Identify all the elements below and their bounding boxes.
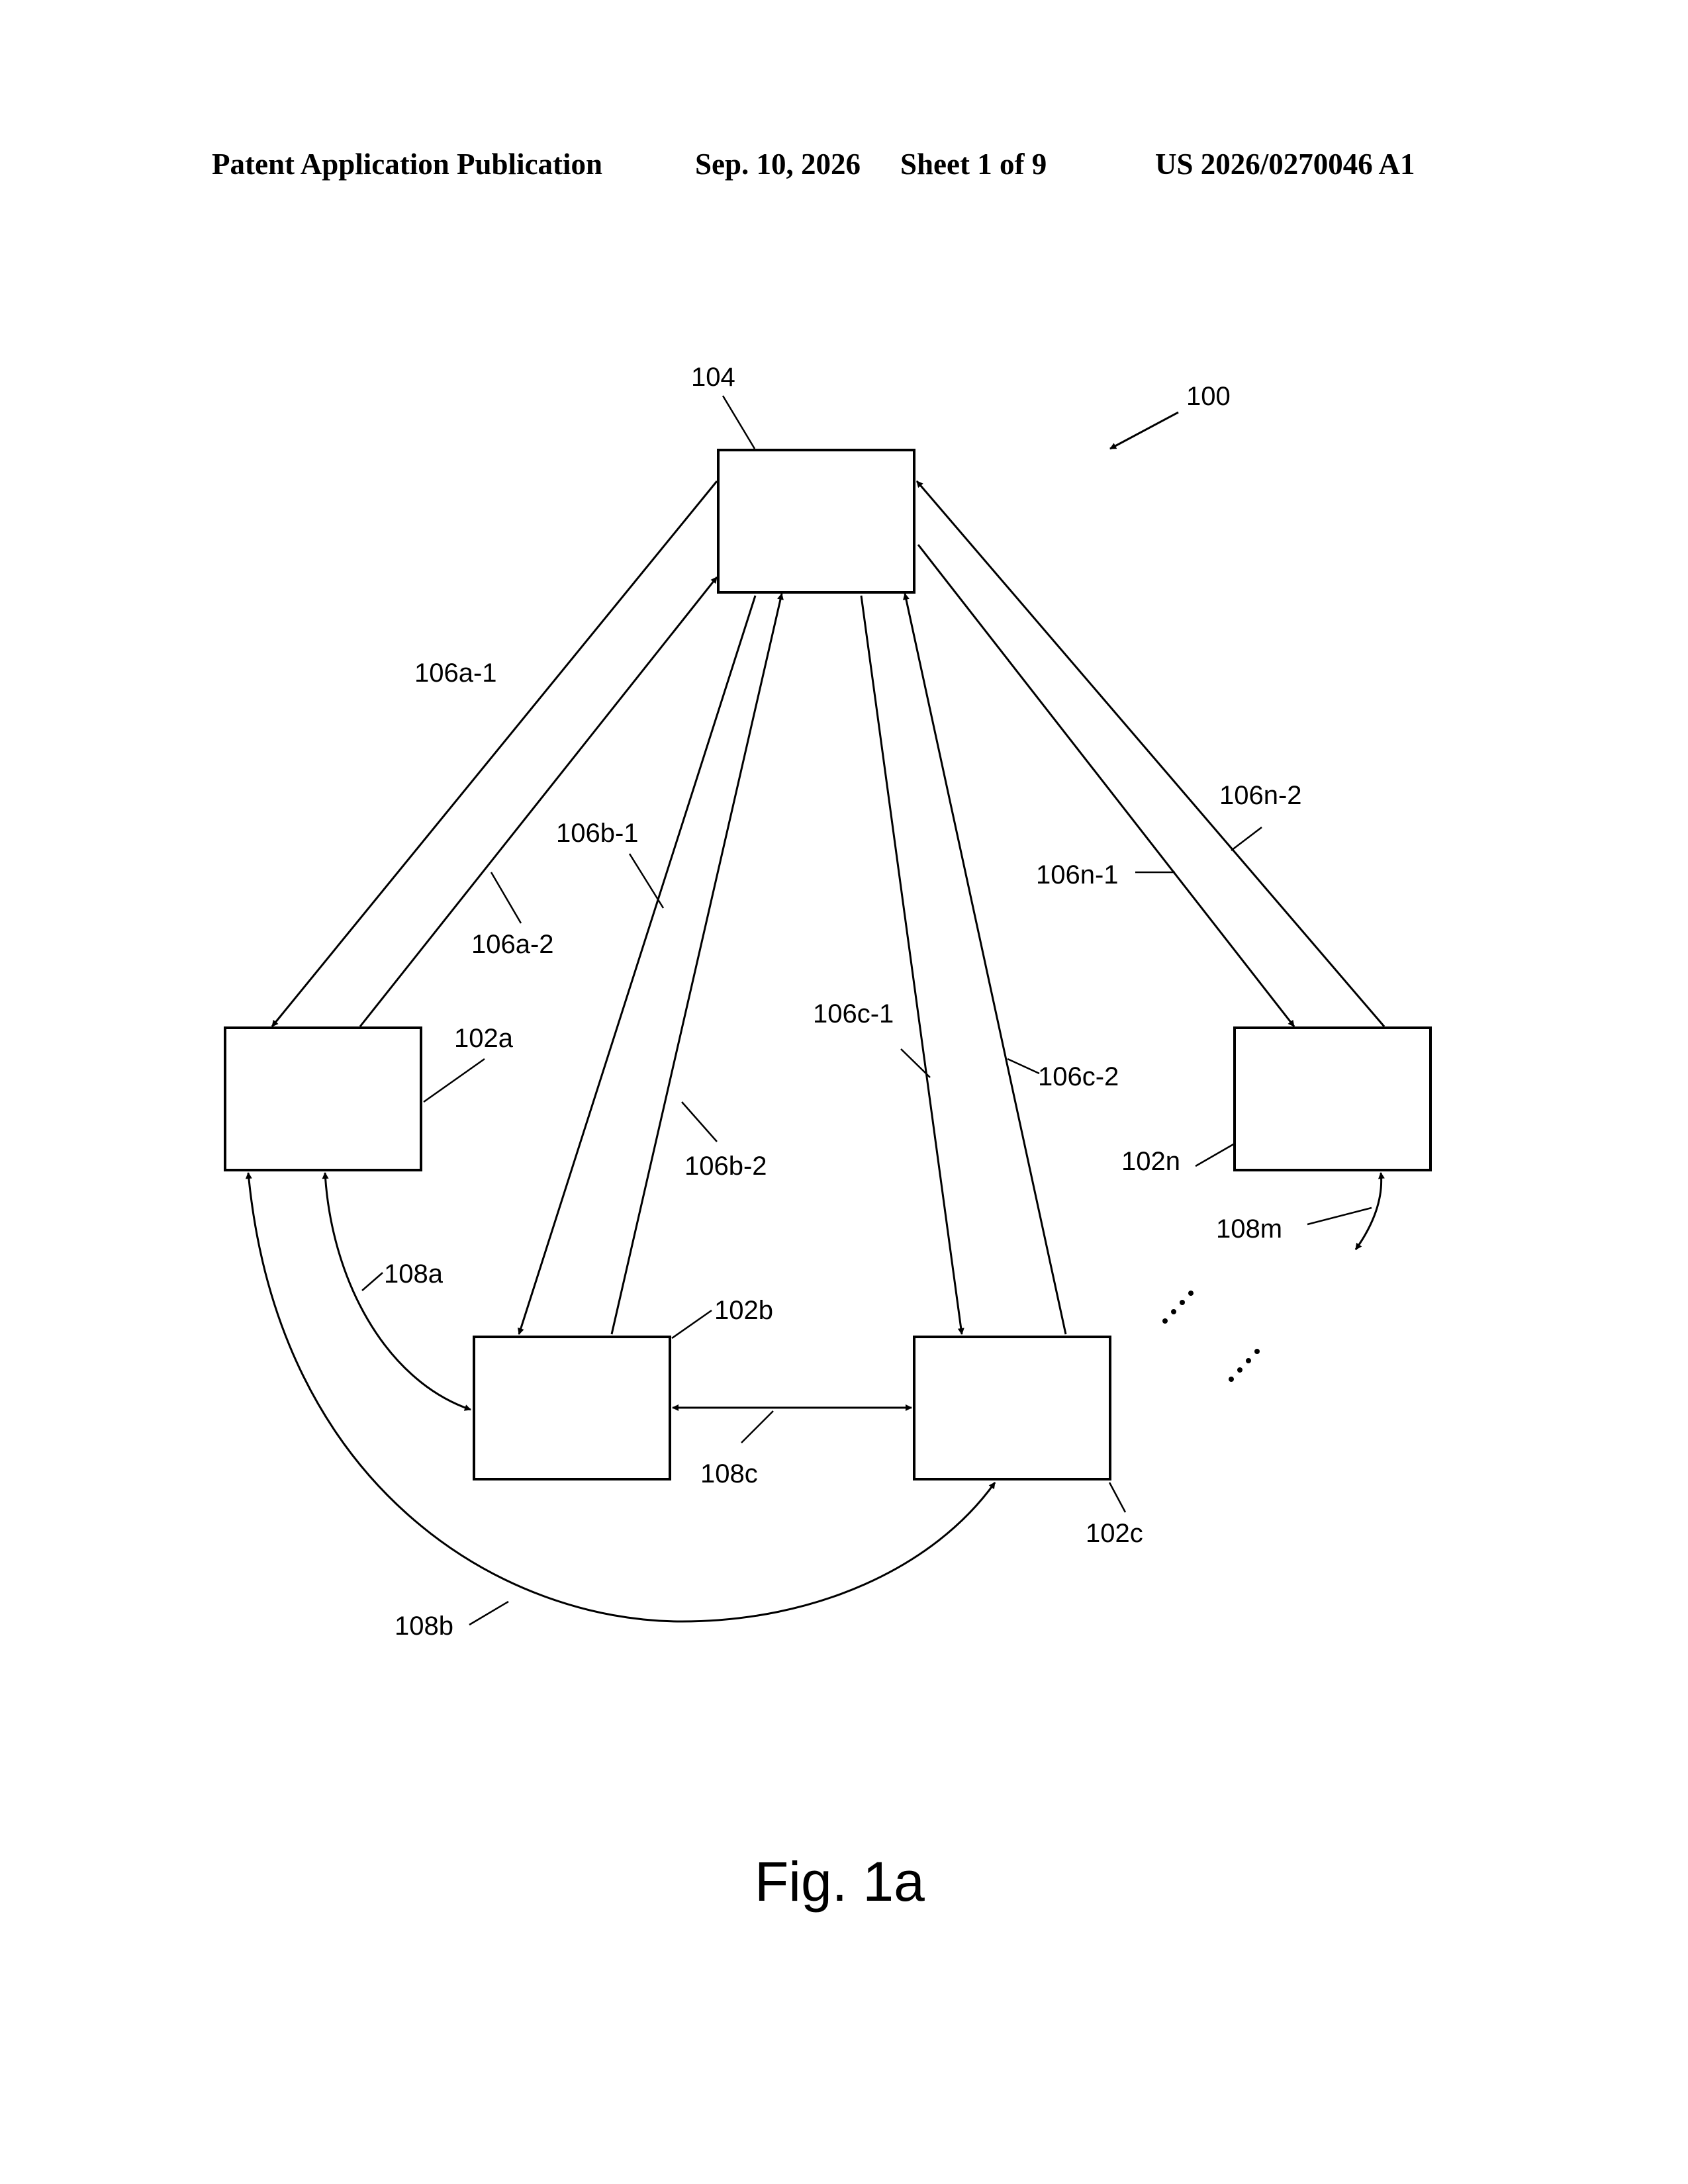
label-102a: 102a	[454, 1024, 514, 1053]
leader-108m	[1307, 1208, 1372, 1224]
leader-106n-2	[1231, 827, 1262, 850]
label-106c-1: 106c-1	[813, 999, 894, 1028]
node-box-102b	[474, 1337, 670, 1479]
leader-102b	[672, 1310, 712, 1338]
leader-108a	[362, 1273, 383, 1291]
label-100: 100	[1186, 382, 1231, 411]
leader-104	[723, 396, 755, 449]
link-106a-2	[360, 577, 717, 1026]
node-box-102a	[225, 1028, 421, 1170]
label-104: 104	[691, 363, 735, 392]
leader-102n	[1196, 1144, 1235, 1166]
label-106b-2: 106b-2	[684, 1152, 767, 1181]
system-100-arrow	[1110, 412, 1178, 449]
ellipsis-dots-upper	[1162, 1291, 1194, 1324]
label-108a: 108a	[384, 1259, 444, 1289]
leader-106c-2	[1008, 1059, 1039, 1073]
label-106n-1: 106n-1	[1036, 860, 1119, 889]
label-108c: 108c	[700, 1459, 758, 1488]
link-106c-1	[861, 596, 962, 1334]
label-106c-2: 106c-2	[1038, 1062, 1119, 1091]
peer-link-108a	[325, 1173, 471, 1410]
label-102n: 102n	[1121, 1147, 1180, 1176]
leader-102c	[1109, 1482, 1125, 1512]
label-106a-2: 106a-2	[471, 930, 554, 959]
node-box-102c	[914, 1337, 1110, 1479]
leader-102a	[424, 1059, 485, 1102]
label-102b: 102b	[714, 1296, 773, 1325]
leader-108c	[741, 1411, 773, 1443]
server-box-104	[718, 450, 914, 592]
label-106b-1: 106b-1	[556, 819, 639, 848]
leader-106a-2	[491, 872, 521, 923]
link-106c-2	[905, 594, 1066, 1334]
label-106a-1: 106a-1	[414, 659, 497, 688]
label-106n-2: 106n-2	[1219, 781, 1302, 810]
label-102c: 102c	[1086, 1519, 1143, 1548]
label-108b: 108b	[395, 1612, 453, 1641]
ellipsis-dots-lower	[1229, 1349, 1260, 1382]
leader-108b	[469, 1602, 508, 1625]
leader-106b-2	[682, 1102, 717, 1142]
figure-caption: Fig. 1a	[755, 1850, 925, 1913]
link-106n-2	[917, 481, 1384, 1026]
node-box-102n	[1235, 1028, 1430, 1170]
leader-106b-1	[630, 854, 663, 908]
label-108m: 108m	[1216, 1214, 1282, 1244]
